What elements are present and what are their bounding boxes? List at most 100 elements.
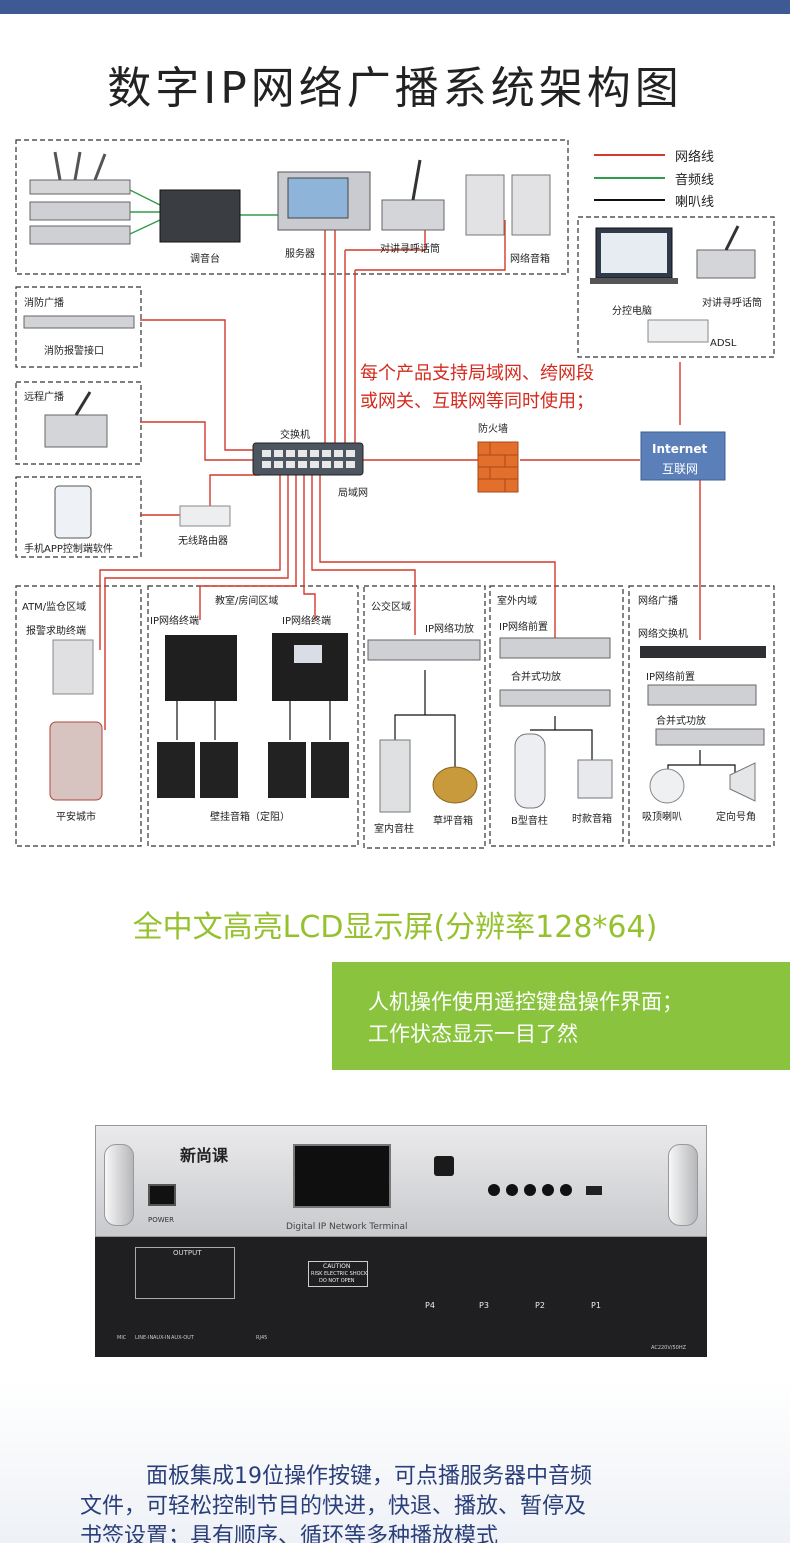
- zone-classroom-speakers: 壁挂音箱（定阻）: [210, 812, 290, 823]
- ac-label: AC220V/50HZ: [651, 1345, 687, 1351]
- output-label: OUTPUT: [173, 1249, 202, 1257]
- feature-line-1: 人机操作使用遥控键盘操作界面；: [368, 990, 683, 1014]
- zone-bus: [363, 585, 486, 849]
- power-label: POWER: [148, 1216, 174, 1224]
- description-line-3: 书签设置；具有顺序、循环等多种播放模式: [80, 1524, 499, 1543]
- zone-net-switch: 网络交换机: [638, 629, 688, 640]
- zone-outdoor-amp: 合并式功放: [511, 672, 561, 683]
- internet-label-cn: 互联网: [662, 462, 699, 476]
- server-label: 服务器: [285, 249, 315, 260]
- mobile-region: [15, 476, 142, 558]
- zone-atm-title: ATM/监仓区域: [22, 602, 87, 613]
- device-description: 面板集成19位操作按键，可点播服务器中音频 文件，可轻松控制节目的快进，快退、播…: [80, 1462, 720, 1543]
- output-section: [135, 1247, 235, 1299]
- internet-label-en: Internet: [652, 442, 708, 456]
- side-equipment: [23, 315, 231, 539]
- control-button: [560, 1184, 572, 1196]
- rj45-label: RJ45: [256, 1335, 268, 1341]
- device-front-panel: 新尚课 POWER Digital IP Network Terminal: [95, 1125, 707, 1237]
- zone-outdoor: [489, 585, 624, 847]
- fire-region: [15, 286, 142, 368]
- note-line-1: 每个产品支持局域网、绔网段: [360, 363, 594, 384]
- remote-equipment: [590, 225, 756, 343]
- router-label: 无线路由器: [178, 536, 228, 547]
- bottom-background: [0, 1380, 790, 1543]
- zone-outdoor-fashion: 时款音箱: [572, 814, 612, 825]
- note-line-2: 或网关、互联网等同时使用；: [360, 391, 594, 412]
- description-line-2: 文件，可轻松控制节目的快进，快退、播放、暂停及: [80, 1494, 587, 1519]
- power-switch: [148, 1184, 176, 1206]
- usb-port: [586, 1186, 602, 1195]
- remote-region: [577, 216, 775, 358]
- port-p3-label: P3: [479, 1301, 489, 1310]
- diagram-canvas: [15, 139, 775, 849]
- architecture-diagram: 网络线 音频线 喇叭线 调音台 服务器 对讲寻呼话筒 网络音箱 分控电脑 对讲寻…: [0, 130, 790, 860]
- caution-line-3: DO NOT OPEN: [319, 1278, 355, 1284]
- zone-bus-col: 室内音柱: [374, 824, 414, 835]
- zone-net: [628, 585, 775, 847]
- zone-classroom-t1: IP网络终端: [150, 616, 199, 627]
- zone-outdoor-title: 室外内域: [497, 596, 537, 607]
- switch-label: 交换机: [280, 430, 310, 441]
- mixer-label: 调音台: [190, 254, 220, 265]
- fire-device-label: 消防报警接口: [44, 346, 104, 357]
- feature-box: 人机操作使用遥控键盘操作界面； 工作状态显示一目了然: [332, 962, 790, 1070]
- lan-label: 局域网: [338, 488, 368, 499]
- control-button: [488, 1184, 500, 1196]
- intercom-label: 对讲寻呼话筒: [380, 244, 440, 255]
- control-button: [542, 1184, 554, 1196]
- caution-line-2: RISK ELECTRIC SHOCK: [311, 1271, 368, 1277]
- feature-line-2: 工作状态显示一目了然: [368, 1022, 578, 1046]
- rear-label-line-in: LINE-IN: [135, 1335, 154, 1341]
- zone-net-horn: 定向号角: [716, 812, 756, 823]
- ir-receiver: [434, 1156, 454, 1176]
- device-rear-panel: OUTPUT CAUTION RISK ELECTRIC SHOCK DO NO…: [95, 1237, 707, 1357]
- left-rack-handle: [104, 1144, 134, 1226]
- audio-cabling: [129, 189, 278, 235]
- rear-label-aux-in: AUX-IN: [153, 1335, 171, 1341]
- port-p4-label: P4: [425, 1301, 435, 1310]
- control-button: [506, 1184, 518, 1196]
- mobile-app-label: 手机APP控制端软件: [24, 544, 113, 555]
- zone-equipment: [49, 633, 766, 813]
- source-region: [15, 139, 569, 275]
- network-support-note: 每个产品支持局域网、绔网段 或网关、互联网等同时使用；: [360, 360, 690, 416]
- port-p2-label: P2: [535, 1301, 545, 1310]
- caution-title: CAUTION: [323, 1263, 351, 1270]
- zone-net-title: 网络广播: [638, 596, 678, 607]
- switch-device: [252, 442, 364, 476]
- remote-pc-label: 分控电脑: [612, 306, 652, 317]
- source-equipment: [29, 151, 551, 245]
- zone-classroom-title: 教室/房间区域: [215, 596, 279, 607]
- remote-intercom-label: 对讲寻呼话筒: [702, 298, 762, 309]
- adsl-label: ADSL: [710, 338, 737, 349]
- internet-node: [640, 431, 726, 481]
- rear-label-mic: MIC: [117, 1335, 127, 1341]
- firewall-device: [477, 441, 519, 493]
- rear-label-aux-out: AUX-OUT: [171, 1335, 194, 1341]
- zone-classroom-t2: IP网络终端: [282, 616, 331, 627]
- fire-title: 消防广播: [24, 298, 64, 309]
- legend-speaker-label: 喇叭线: [675, 195, 715, 210]
- device-brand: 新尚课: [180, 1146, 229, 1165]
- description-line-1: 面板集成19位操作按键，可点播服务器中音频: [146, 1464, 592, 1489]
- page-title: 数字IP网络广播系统架构图: [107, 63, 683, 114]
- network-cabling: [99, 220, 701, 730]
- device-model: Digital IP Network Terminal: [286, 1222, 408, 1232]
- zone-atm-device: 平安城市: [56, 812, 96, 823]
- zone-bus-lawn: 草坪音箱: [433, 816, 473, 827]
- zone-outdoor-bcol: B型音柱: [511, 816, 548, 827]
- right-rack-handle: [668, 1144, 698, 1226]
- remote-bcast-title: 远程广播: [24, 392, 64, 403]
- remote-bcast-region: [15, 381, 142, 465]
- zone-atm-terminal: 报警求助终端: [26, 626, 86, 637]
- lcd-feature-title: 全中文高亮LCD显示屏(分辨率128*64): [132, 910, 658, 945]
- zone-bus-amp: IP网络功放: [425, 624, 474, 635]
- zone-bus-title: 公交区域: [371, 602, 411, 613]
- firewall-label: 防火墙: [478, 424, 508, 435]
- caution-plate: [308, 1261, 368, 1287]
- zone-outdoor-pre: IP网络前置: [499, 622, 548, 633]
- net-speaker-label: 网络音箱: [510, 254, 550, 265]
- device-photo: 新尚课 POWER Digital IP Network Terminal OU…: [95, 1125, 707, 1357]
- zone-net-pre: IP网络前置: [646, 672, 695, 683]
